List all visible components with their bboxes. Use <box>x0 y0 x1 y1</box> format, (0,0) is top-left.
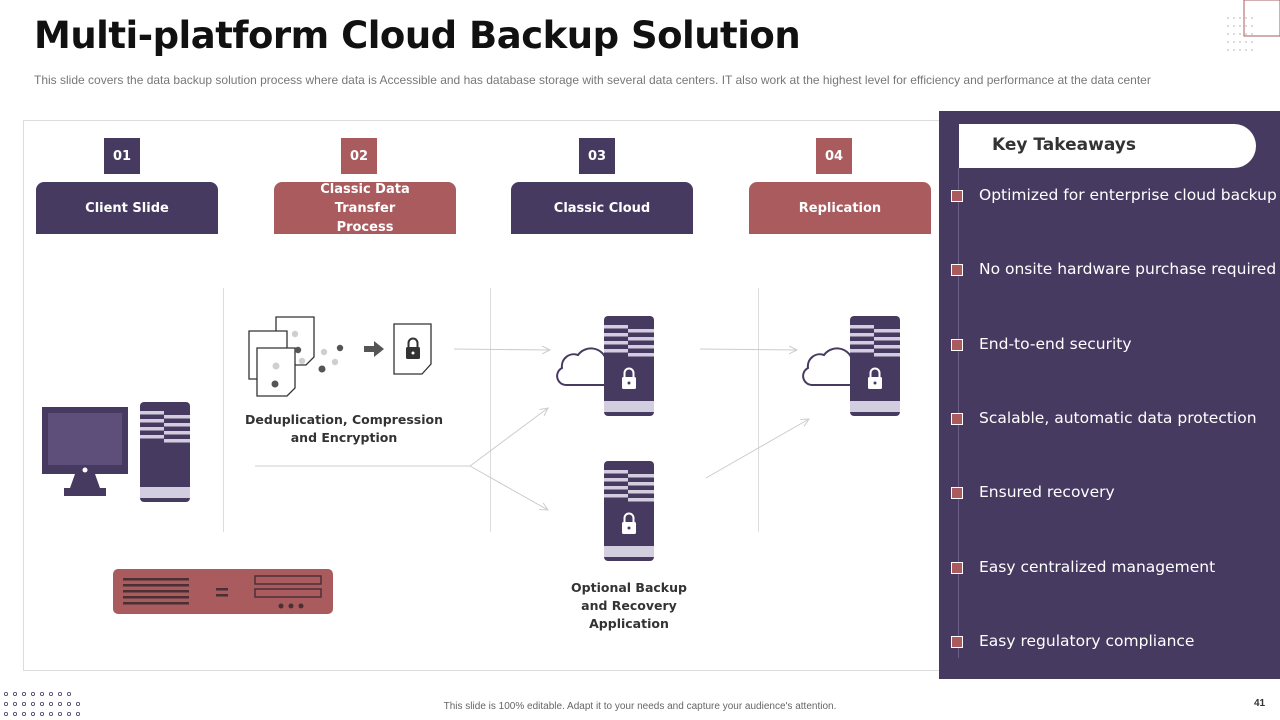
footer-note: This slide is 100% editable. Adapt it to… <box>443 701 837 712</box>
server-icon <box>140 402 190 502</box>
column-divider-2 <box>490 288 491 532</box>
takeaway-item: Easy regulatory compliance <box>979 632 1195 650</box>
takeaway-bullet <box>951 487 963 499</box>
takeaway-item: No onsite hardware purchase required <box>979 260 1277 278</box>
caption-text: Deduplication, Compression and Encryptio… <box>245 412 443 445</box>
key-takeaways-title: Key Takeaways <box>992 135 1136 155</box>
caption-text: Optional Backup and Recovery Application <box>571 580 687 631</box>
takeaway-bullet <box>951 413 963 425</box>
takeaway-bullet <box>951 190 963 202</box>
key-takeaways-panel <box>939 111 1280 679</box>
server-icon <box>604 316 654 416</box>
step-number-03: 03 <box>579 138 615 174</box>
lock-icon <box>393 323 432 375</box>
page-title: Multi-platform Cloud Backup Solution <box>34 14 801 57</box>
step-header-classic-cloud: Classic Cloud <box>511 182 693 234</box>
page-subtitle: This slide covers the data backup soluti… <box>34 73 1151 87</box>
step-header-replication: Replication <box>749 182 931 234</box>
caption-optional-backup: Optional Backup and Recovery Application <box>566 579 692 633</box>
network-switch-icon <box>113 569 333 614</box>
connector-arrows <box>255 0 940 680</box>
takeaway-bullet <box>951 562 963 574</box>
takeaway-item: End-to-end security <box>979 335 1132 353</box>
step-header-label: Classic Data Transfer Process <box>320 181 410 235</box>
cloud-icon <box>802 347 853 386</box>
step-number-04: 04 <box>816 138 852 174</box>
key-takeaways-header <box>959 124 1256 168</box>
server-icon <box>850 316 900 416</box>
cloud-icon <box>556 347 607 386</box>
arrow-right-icon <box>364 341 384 357</box>
page-number: 41 <box>1254 698 1266 709</box>
step-number-02: 02 <box>341 138 377 174</box>
documents-icon <box>248 316 344 397</box>
takeaway-bullet <box>951 339 963 351</box>
step-header-classic-data-transfer: Classic Data Transfer Process <box>274 181 456 235</box>
caption-deduplication: Deduplication, Compression and Encryptio… <box>241 411 447 447</box>
takeaway-item: Ensured recovery <box>979 483 1115 501</box>
takeaway-item: Optimized for enterprise cloud backup <box>979 186 1277 204</box>
decorative-dots-top-right <box>1227 0 1280 51</box>
takeaway-item: Easy centralized management <box>979 558 1216 576</box>
decorative-dots-bottom-left <box>4 692 81 716</box>
takeaway-bullet <box>951 264 963 276</box>
step-header-client-slide: Client Slide <box>36 182 218 234</box>
takeaway-item: Scalable, automatic data protection <box>979 409 1257 427</box>
takeaway-bullet <box>951 636 963 648</box>
step-number-01: 01 <box>104 138 140 174</box>
column-divider-1 <box>223 288 224 532</box>
monitor-icon <box>42 407 128 496</box>
server-icon <box>604 461 654 561</box>
column-divider-3 <box>758 288 759 532</box>
